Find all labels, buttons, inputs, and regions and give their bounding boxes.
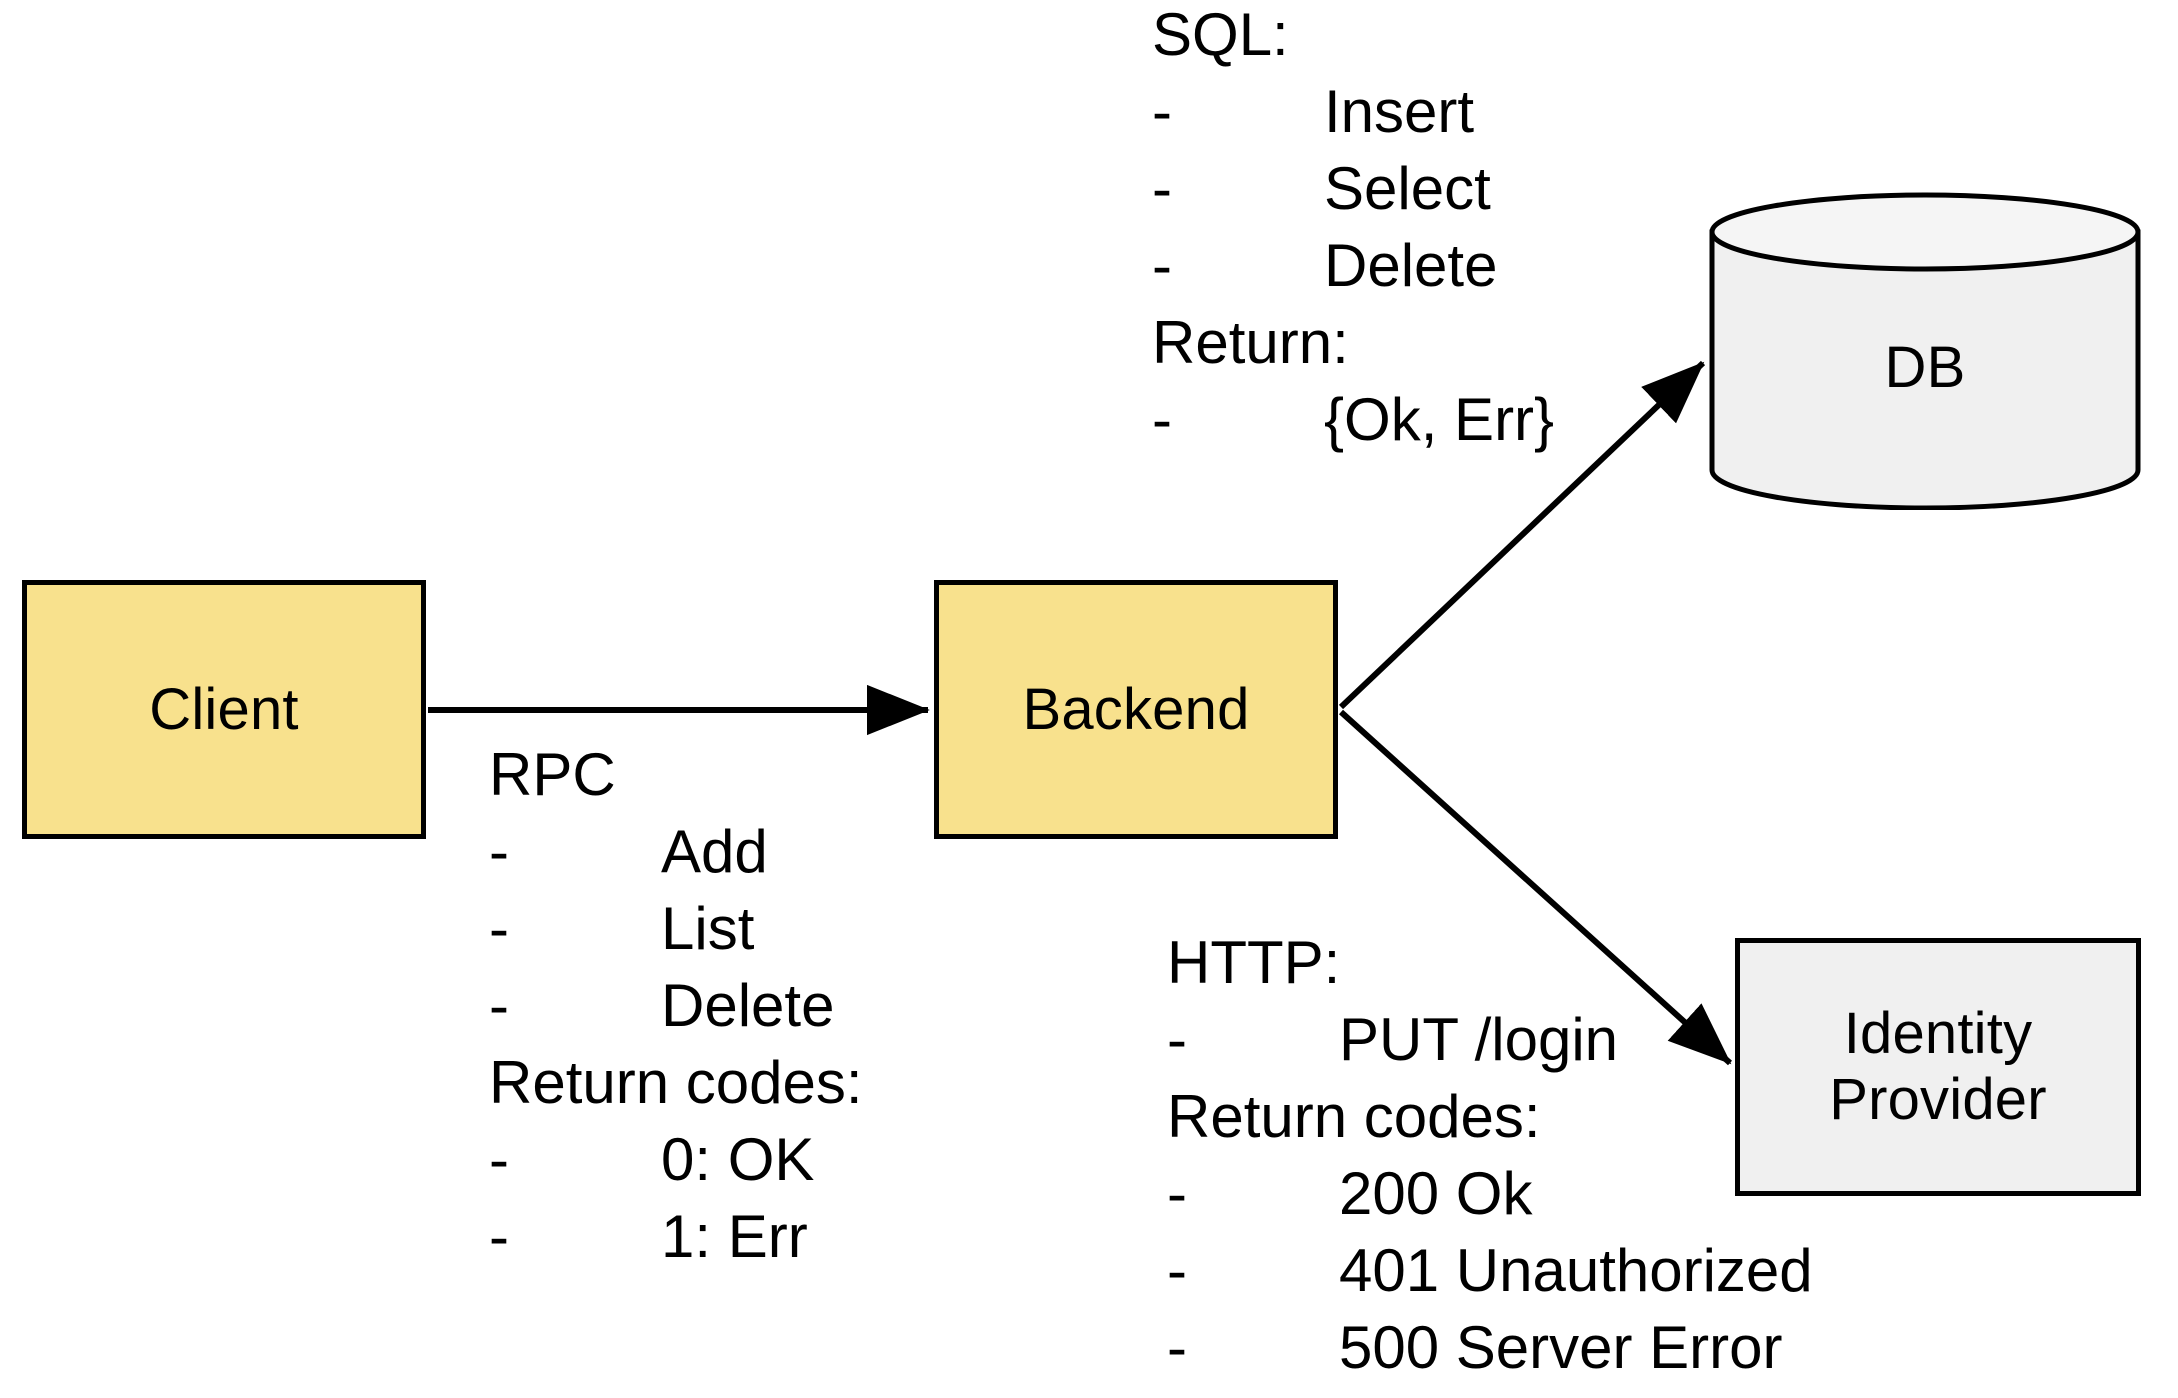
annotation-sql-item: - Delete	[1152, 227, 1554, 304]
annotation-rpc-subitem-label: 0: OK	[661, 1126, 815, 1193]
annotation-http-heading: HTTP:	[1167, 929, 1341, 996]
annotation-rpc-item-label: Delete	[661, 972, 835, 1039]
bullet-dash: -	[1152, 386, 1172, 453]
node-backend[interactable]: Backend	[934, 580, 1338, 839]
annotation-rpc-subitem: - 1: Err	[489, 1198, 863, 1275]
annotation-sql-item: - Insert	[1152, 73, 1554, 150]
annotation-rpc-subheading: Return codes:	[489, 1049, 863, 1116]
annotation-rpc-item: - Delete	[489, 967, 863, 1044]
annotation-rpc-item-label: Add	[661, 818, 768, 885]
annotation-rpc-subitem: - 0: OK	[489, 1121, 863, 1198]
annotation-http-item: - PUT /login	[1167, 1001, 1813, 1078]
bullet-dash: -	[489, 1203, 509, 1270]
annotation-rpc-item-label: List	[661, 895, 755, 962]
bullet-dash: -	[1167, 1160, 1187, 1227]
annotation-http-item-label: PUT /login	[1339, 1006, 1619, 1073]
bullet-dash: -	[1152, 232, 1172, 299]
annotation-rpc-subitem-label: 1: Err	[661, 1203, 808, 1270]
annotation-rpc-item: - Add	[489, 813, 863, 890]
annotation-http-subitem-label: 200 Ok	[1339, 1160, 1533, 1227]
annotation-sql-subitem: - {Ok, Err}	[1152, 381, 1554, 458]
bullet-dash: -	[1167, 1314, 1187, 1381]
node-client[interactable]: Client	[22, 580, 426, 839]
node-backend-label: Backend	[1022, 676, 1250, 742]
annotation-sql-subheading: Return:	[1152, 309, 1349, 376]
node-identity-provider[interactable]: Identity Provider	[1735, 938, 2141, 1196]
annotation-http-subitem-label: 401 Unauthorized	[1339, 1237, 1813, 1304]
annotation-http-subitem: - 401 Unauthorized	[1167, 1232, 1813, 1309]
annotation-http-subitem-label: 500 Server Error	[1339, 1314, 1783, 1381]
annotation-sql-subitem-label: {Ok, Err}	[1324, 386, 1555, 453]
annotation-sql-item: - Select	[1152, 150, 1554, 227]
annotation-http-subitem: - 200 Ok	[1167, 1155, 1813, 1232]
bullet-dash: -	[489, 818, 509, 885]
annotation-sql-item-label: Delete	[1324, 232, 1498, 299]
bullet-dash: -	[1167, 1006, 1187, 1073]
annotation-sql-heading: SQL:	[1152, 1, 1289, 68]
annotation-rpc-item: - List	[489, 890, 863, 967]
annotation-rpc-heading: RPC	[489, 741, 616, 808]
bullet-dash: -	[1152, 78, 1172, 145]
annotation-sql-item-label: Insert	[1324, 78, 1475, 145]
bullet-dash: -	[489, 895, 509, 962]
node-client-label: Client	[149, 676, 299, 742]
annotation-http: HTTP: -PUT /login Return codes: -200 Ok …	[1167, 924, 1813, 1386]
bullet-dash: -	[489, 972, 509, 1039]
database-cylinder-icon	[1709, 192, 2141, 510]
node-db[interactable]: DB	[1708, 192, 2142, 510]
bullet-dash: -	[1152, 155, 1172, 222]
annotation-http-subheading: Return codes:	[1167, 1083, 1541, 1150]
bullet-dash: -	[1167, 1237, 1187, 1304]
annotation-sql-item-label: Select	[1324, 155, 1491, 222]
annotation-http-subitem: - 500 Server Error	[1167, 1309, 1813, 1386]
annotation-rpc: RPC - Add - List - Delete Return codes: - 0:…	[489, 736, 863, 1275]
node-identity-provider-label: Identity Provider	[1829, 1001, 2047, 1132]
annotation-sql: SQL: - Insert - Select - Delete Return: - {O…	[1152, 0, 1554, 458]
bullet-dash: -	[489, 1126, 509, 1193]
node-db-label: DB	[1884, 335, 1966, 401]
